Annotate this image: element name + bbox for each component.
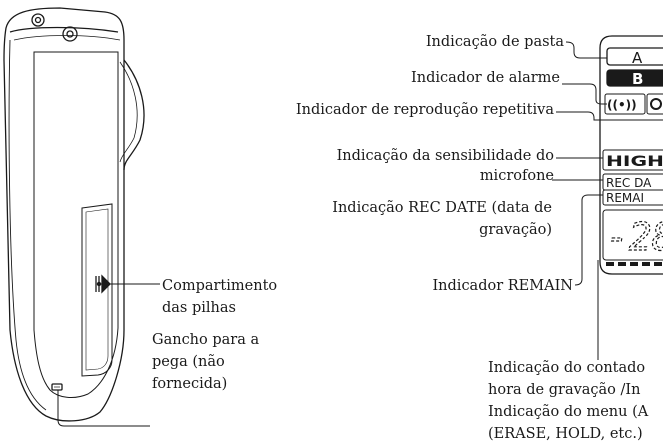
- lcd-display: [599, 35, 663, 275]
- lcd-leaders: [552, 41, 663, 360]
- alarm-symbol-icon: ((•)): [607, 98, 637, 112]
- label-remain: Indicador REMAIN: [432, 278, 573, 294]
- label-mic-sensitivity-2: microfone: [480, 168, 554, 184]
- label-hook-2: pega (não: [152, 354, 225, 370]
- label-rec-date-2: gravação): [479, 222, 552, 238]
- label-hook-1: Gancho para a: [152, 332, 259, 348]
- label-counter-1: Indicação do contado: [488, 360, 645, 376]
- mic-sensitivity-high: HIGH: [606, 154, 663, 170]
- repeat-icon: [650, 98, 662, 110]
- label-rec-date-1: Indicação REC DATE (data de: [332, 200, 552, 216]
- folder-b-indicator: B: [632, 70, 643, 88]
- label-hook-3: fornecida): [152, 376, 227, 392]
- label-alarm: Indicador de alarme: [411, 70, 560, 86]
- counter-digits: -28: [606, 215, 663, 259]
- rec-date-indicator: REC DA: [606, 176, 652, 190]
- strap-hook-icon: [51, 383, 63, 391]
- device-leaders: [57, 281, 160, 427]
- label-counter-3: Indicação do menu (A: [488, 404, 649, 420]
- label-counter-4: (ERASE, HOLD, etc.): [488, 426, 643, 442]
- folder-a-indicator: A: [632, 49, 643, 67]
- remain-indicator: REMAI: [606, 191, 644, 205]
- label-counter-2: hora de gravação /In: [488, 382, 640, 398]
- labels: Indicação de pasta Indicador de alarme I…: [152, 34, 649, 442]
- label-battery-2: das pilhas: [162, 300, 236, 316]
- recorder-device: [3, 7, 145, 422]
- label-mic-sensitivity-1: Indicação da sensibilidade do: [337, 148, 554, 164]
- label-folder: Indicação de pasta: [426, 34, 565, 50]
- label-battery-1: Compartimento: [162, 278, 277, 294]
- label-repeat: Indicador de reprodução repetitiva: [296, 102, 554, 118]
